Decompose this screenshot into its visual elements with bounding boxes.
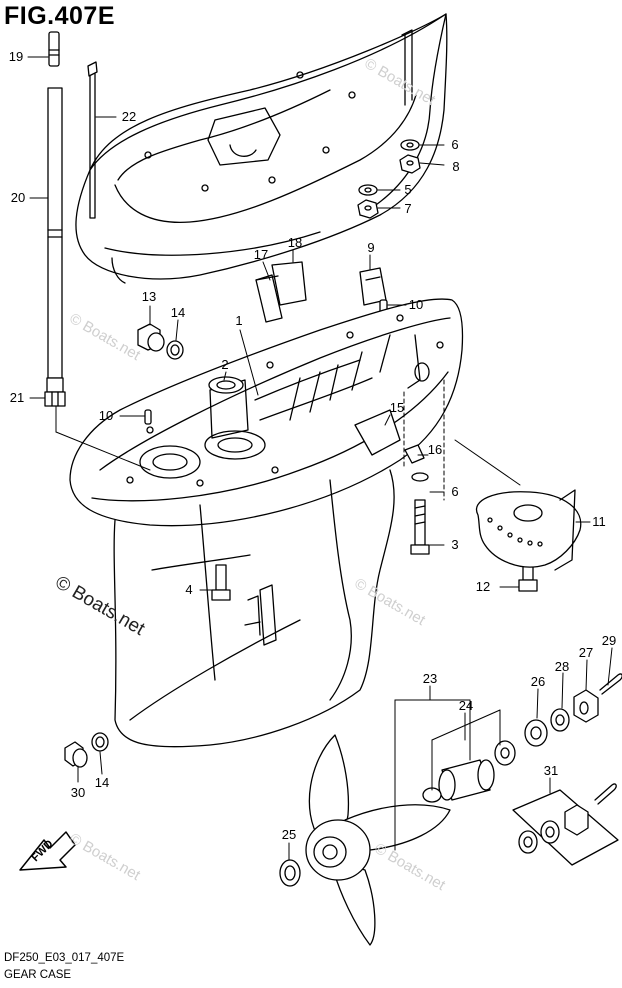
anode-part	[475, 489, 582, 571]
callout-6[interactable]: 6	[451, 137, 459, 152]
callout-24[interactable]: 24	[458, 698, 474, 713]
gasket-part	[166, 340, 184, 360]
callout-22[interactable]: 22	[121, 109, 137, 124]
hardware-kit-part	[512, 783, 619, 866]
nut-part	[399, 154, 421, 174]
screw-part	[144, 409, 152, 425]
diagram-code: DF250_E03_017_407E	[4, 952, 125, 964]
oil-plug-part	[137, 323, 165, 352]
assembly-name: GEAR CASE	[4, 969, 72, 981]
callout-29[interactable]: 29	[601, 633, 617, 648]
callout-26[interactable]: 26	[530, 674, 546, 689]
callout-15[interactable]: 15	[389, 400, 405, 415]
figure-title: FIG.407E	[4, 2, 115, 30]
callout-6[interactable]: 6	[451, 484, 459, 499]
forward-arrow-icon	[19, 831, 76, 871]
rod-end-cap-part	[48, 31, 60, 67]
callout-4[interactable]: 4	[185, 582, 193, 597]
screw-part	[404, 444, 425, 464]
drain-plug-part	[64, 741, 88, 768]
callout-14[interactable]: 14	[94, 775, 110, 790]
callout-11[interactable]: 11	[592, 514, 606, 529]
spacer-part	[279, 859, 301, 887]
callout-18[interactable]: 18	[287, 235, 303, 250]
callout-10[interactable]: 10	[98, 408, 114, 423]
callout-19[interactable]: 19	[8, 49, 24, 64]
callout-12[interactable]: 12	[475, 579, 491, 594]
propeller-part	[305, 734, 451, 946]
callout-14[interactable]: 14	[170, 305, 186, 320]
washer-part	[400, 139, 420, 151]
bushing-part	[422, 759, 495, 803]
callout-5[interactable]: 5	[404, 182, 412, 197]
callout-13[interactable]: 13	[141, 289, 157, 304]
gear-case-part	[69, 298, 464, 748]
callout-30[interactable]: 30	[70, 785, 86, 800]
callout-27[interactable]: 27	[578, 645, 594, 660]
washer-part	[550, 708, 570, 732]
cable-tie-part	[87, 61, 98, 219]
shift-rod-part	[47, 87, 63, 379]
callout-28[interactable]: 28	[554, 659, 570, 674]
clip-part	[255, 261, 307, 323]
callout-9[interactable]: 9	[367, 240, 375, 255]
prop-nut-part	[573, 689, 599, 723]
callout-7[interactable]: 7	[404, 201, 412, 216]
gasket-part	[91, 732, 109, 752]
bolt-part	[211, 564, 231, 601]
nut-part	[357, 199, 379, 219]
bolt-part	[410, 472, 430, 555]
leader-lines	[27, 56, 613, 861]
callout-10[interactable]: 10	[408, 297, 424, 312]
callout-20[interactable]: 20	[10, 190, 26, 205]
cotter-pin-part	[599, 673, 622, 695]
callout-2[interactable]: 2	[221, 357, 229, 372]
callout-25[interactable]: 25	[281, 827, 297, 842]
washer-part	[358, 184, 378, 196]
callout-1[interactable]: 1	[235, 313, 243, 328]
callout-8[interactable]: 8	[452, 159, 460, 174]
callout-31[interactable]: 31	[543, 763, 559, 778]
washer-part	[494, 740, 516, 766]
callout-17[interactable]: 17	[253, 247, 269, 262]
washer-part	[524, 719, 548, 747]
callout-16[interactable]: 16	[427, 442, 443, 457]
rod-fitting-part	[44, 377, 66, 407]
callout-23[interactable]: 23	[422, 671, 438, 686]
callout-21[interactable]: 21	[9, 390, 25, 405]
upper-cover-part	[75, 13, 448, 284]
callout-3[interactable]: 3	[451, 537, 459, 552]
